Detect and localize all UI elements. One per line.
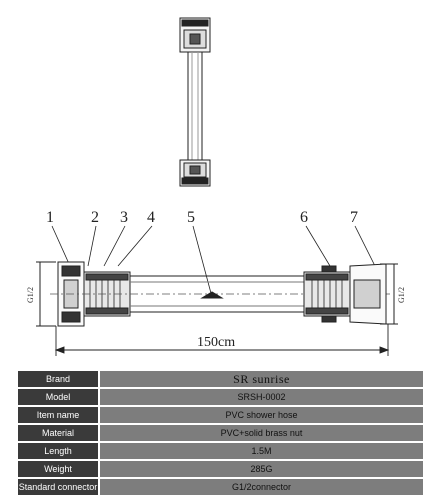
spec-value: G1/2connector <box>98 479 423 495</box>
callout-6: 6 <box>300 209 308 226</box>
spec-key: Standard connector <box>18 479 98 495</box>
hose-diagram-svg: 1 2 3 4 5 6 7 <box>26 17 406 356</box>
spec-row-item-name: Item name PVC shower hose <box>18 407 423 423</box>
technical-drawing: 1 2 3 4 5 6 7 <box>26 17 406 356</box>
spec-row-standard-connector: Standard connector G1/2connector <box>18 479 423 495</box>
spec-key: Item name <box>18 407 98 423</box>
spec-key: Length <box>18 443 98 459</box>
callout-1: 1 <box>46 209 54 226</box>
spec-table: Brand SR sunrise Model SRSH-0002 Item na… <box>18 369 423 497</box>
spec-row-length: Length 1.5M <box>18 443 423 459</box>
callout-2: 2 <box>91 209 99 226</box>
length-dimension <box>54 324 390 356</box>
horizontal-hose-section <box>36 261 398 327</box>
spec-row-brand: Brand SR sunrise <box>18 371 423 387</box>
spec-key: Weight <box>18 461 98 477</box>
vertical-hose-view <box>179 17 211 187</box>
spec-value: SR sunrise <box>98 371 423 387</box>
spec-value: 1.5M <box>98 443 423 459</box>
callout-numbers: 1 2 3 4 5 6 7 <box>46 209 358 226</box>
callout-leaders <box>51 225 376 298</box>
spec-value: PVC shower hose <box>98 407 423 423</box>
spec-value: SRSH-0002 <box>98 389 423 405</box>
spec-value: PVC+solid brass nut <box>98 425 423 441</box>
spec-row-material: Material PVC+solid brass nut <box>18 425 423 441</box>
spec-key: Brand <box>18 371 98 387</box>
callout-5: 5 <box>187 209 195 226</box>
spec-value: 285G <box>98 461 423 477</box>
thread-label-left: G1/2 <box>26 287 35 303</box>
callout-4: 4 <box>147 209 155 226</box>
spec-key: Material <box>18 425 98 441</box>
thread-label-right: G1/2 <box>397 287 406 303</box>
spec-row-model: Model SRSH-0002 <box>18 389 423 405</box>
spec-row-weight: Weight 285G <box>18 461 423 477</box>
callout-3: 3 <box>120 209 128 226</box>
length-label: 150cm <box>197 335 235 350</box>
callout-7: 7 <box>350 209 358 226</box>
spec-key: Model <box>18 389 98 405</box>
